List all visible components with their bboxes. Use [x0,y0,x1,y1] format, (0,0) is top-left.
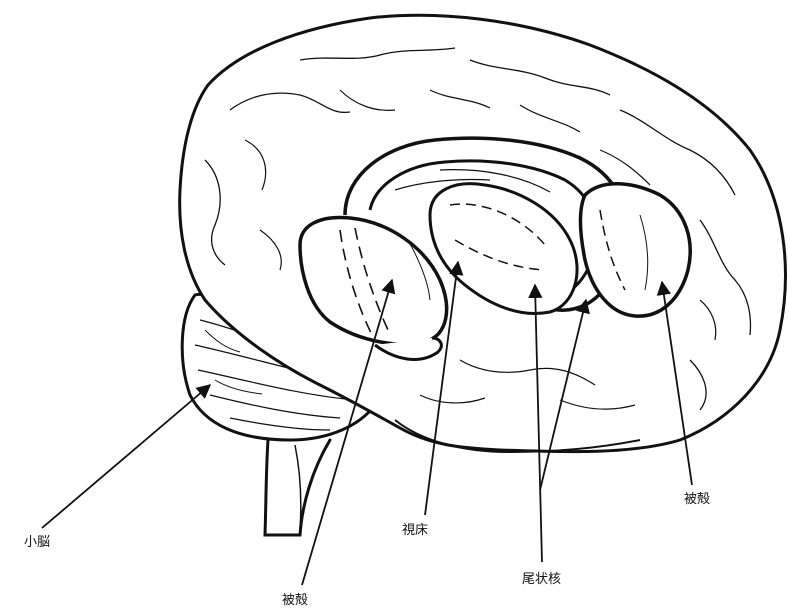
label-thalamus: 視床 [402,524,428,537]
label-putamen-left: 被殻 [282,594,308,607]
label-putamen-right: 被殻 [684,493,710,506]
label-cerebellum: 小脳 [24,536,50,549]
label-caudate-nucleus: 尾状核 [522,573,561,586]
pointer-cerebellum [42,385,210,528]
